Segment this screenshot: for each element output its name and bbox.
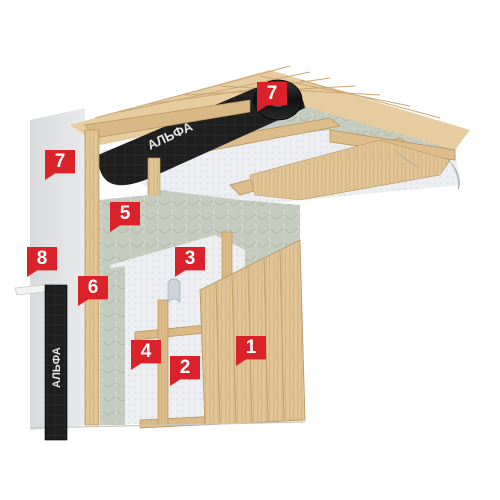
- side-roll-brand: АЛЬФА: [51, 347, 63, 388]
- foil-ribbon-1: [394, 149, 421, 169]
- side-membrane-roll: АЛЬФА: [14, 282, 68, 441]
- wall-wool-lower: [100, 266, 125, 425]
- foil-strip-curl: [167, 278, 181, 303]
- wall-cladding: [199, 239, 306, 426]
- foil-ribbon-2: [447, 159, 460, 191]
- floor-line: [29, 421, 306, 429]
- concrete-wall: [30, 108, 85, 430]
